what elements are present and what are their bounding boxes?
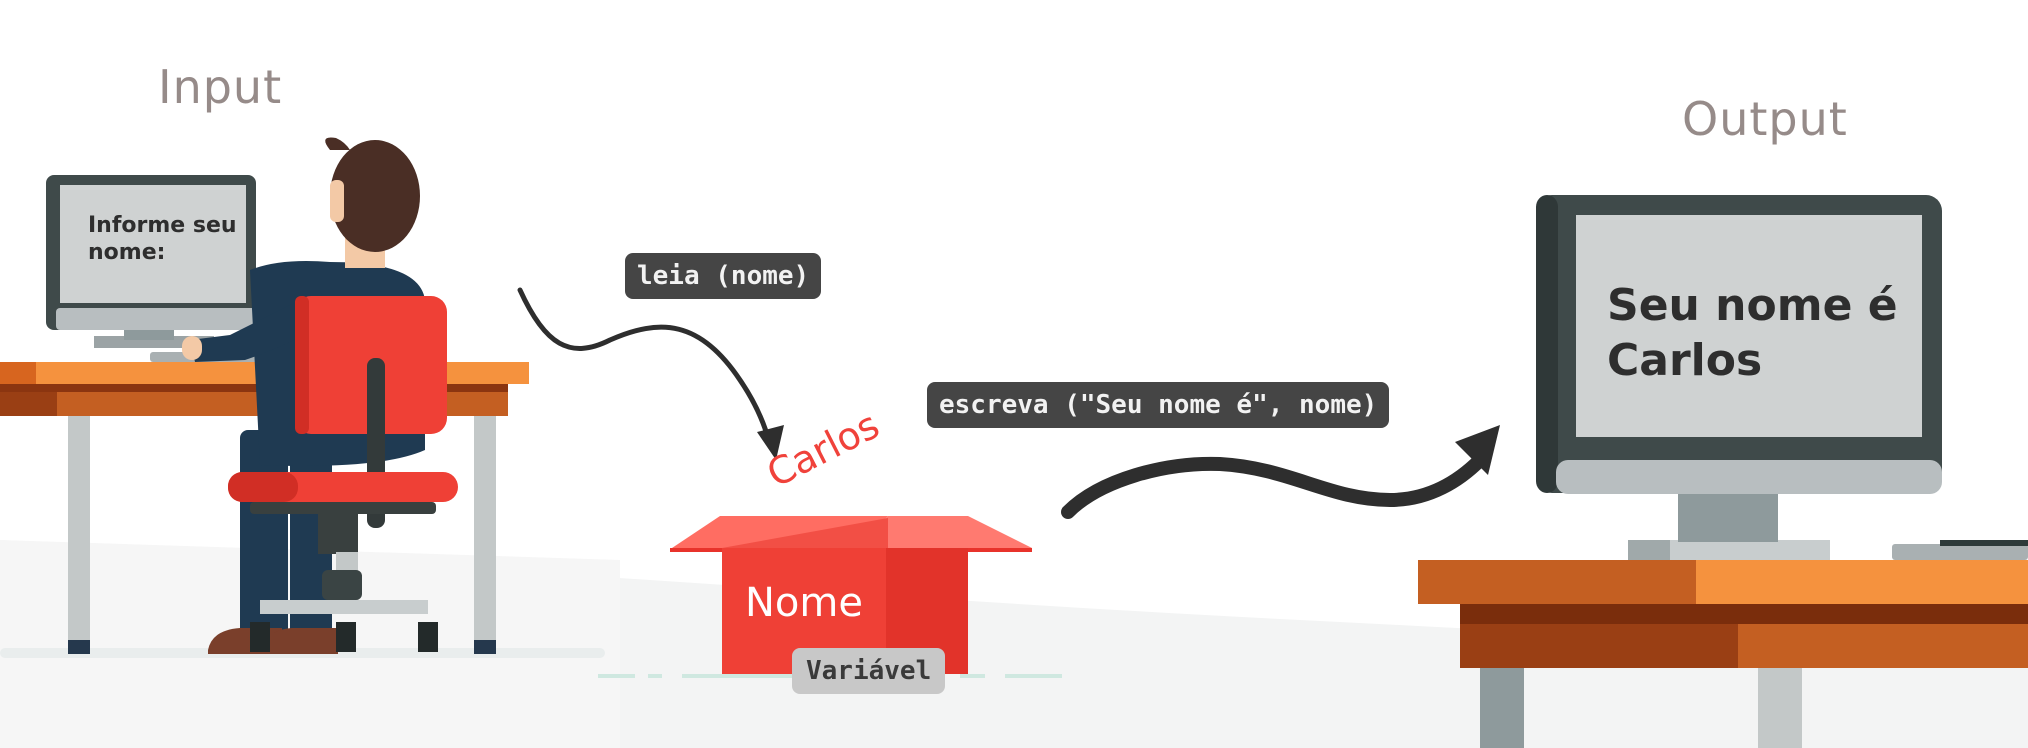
right-monitor (1536, 195, 1942, 560)
input-screen-line-2: nome: (88, 240, 166, 265)
write-arrow-curve (1061, 453, 1487, 519)
write-arrow-head (1455, 425, 1500, 475)
output-screen-line-1: Seu nome é (1607, 280, 1898, 331)
right-keyboard (1892, 540, 2028, 560)
read-code-chip: leia (nome) (625, 253, 822, 299)
office-chair (228, 296, 458, 652)
left-monitor (46, 175, 256, 348)
variable-tag: Variável (792, 648, 946, 694)
right-desk (1418, 560, 2028, 748)
output-screen-line-2: Carlos (1607, 335, 1763, 386)
variable-box-label: Nome (745, 580, 863, 626)
input-heading: Input (158, 60, 283, 114)
write-code-chip: escreva ("Seu nome é", nome) (927, 382, 1390, 428)
output-heading: Output (1682, 92, 1848, 146)
read-arrow-head (757, 425, 784, 460)
input-screen-text: Informe seu nome: (88, 212, 237, 266)
read-arrow-curve (517, 287, 773, 448)
input-screen-line-1: Informe seu (88, 213, 237, 238)
output-screen-text: Seu nome é Carlos (1607, 278, 1898, 388)
